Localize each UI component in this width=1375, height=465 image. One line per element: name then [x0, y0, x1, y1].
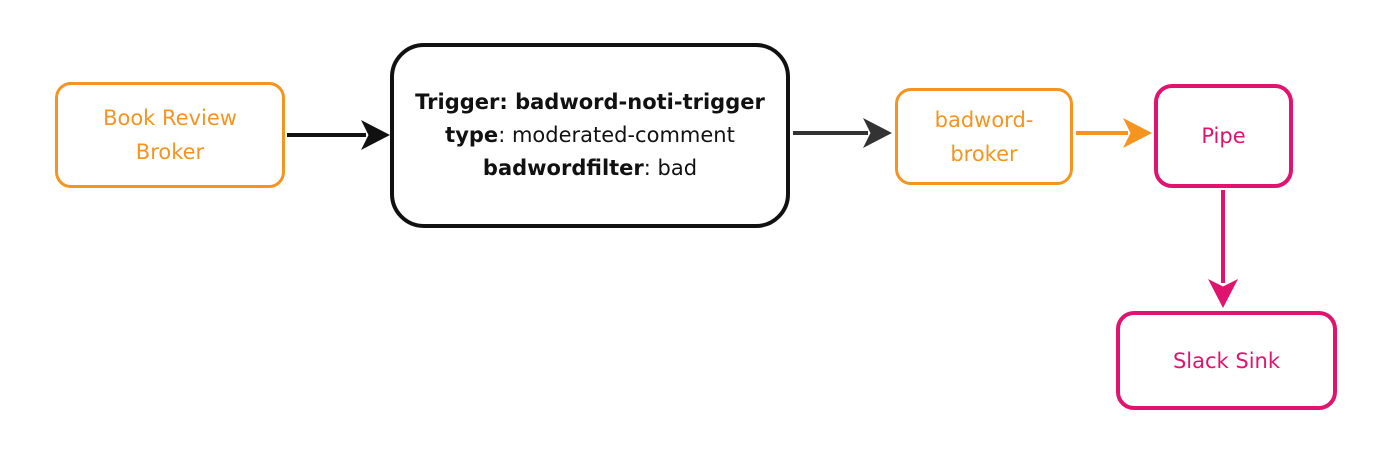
trigger-title: Trigger: badword-noti-trigger	[415, 90, 765, 114]
trigger-filter-value: : bad	[643, 156, 698, 180]
node-label: badword- broker	[934, 107, 1034, 166]
trigger-title-line: Trigger: badword-noti-trigger	[415, 86, 765, 119]
trigger-type-line: type: moderated-comment	[445, 119, 735, 152]
arrow-book-review-broker-to-trigger	[287, 120, 390, 150]
trigger-type-value: : moderated-comment	[498, 123, 735, 147]
node-book-review-broker: Book Review Broker	[55, 82, 285, 188]
arrow-pipe-to-slack-sink	[1208, 190, 1238, 308]
node-pipe: Pipe	[1154, 84, 1293, 188]
trigger-filter-line: badwordfilter: bad	[483, 152, 697, 185]
node-slack-sink: Slack Sink	[1116, 311, 1337, 410]
trigger-filter-key: badwordfilter	[482, 156, 644, 180]
node-trigger-filter: Trigger: badword-noti-trigger type: mode…	[390, 43, 790, 228]
arrow-trigger-to-badword-broker	[793, 118, 892, 148]
node-label: Pipe	[1201, 124, 1246, 148]
node-badword-broker: badword- broker	[895, 88, 1073, 185]
arrow-badword-broker-to-pipe	[1076, 118, 1152, 148]
trigger-type-key: type	[445, 123, 499, 147]
node-label: Slack Sink	[1172, 348, 1281, 373]
node-label: Book Review Broker	[103, 106, 237, 164]
